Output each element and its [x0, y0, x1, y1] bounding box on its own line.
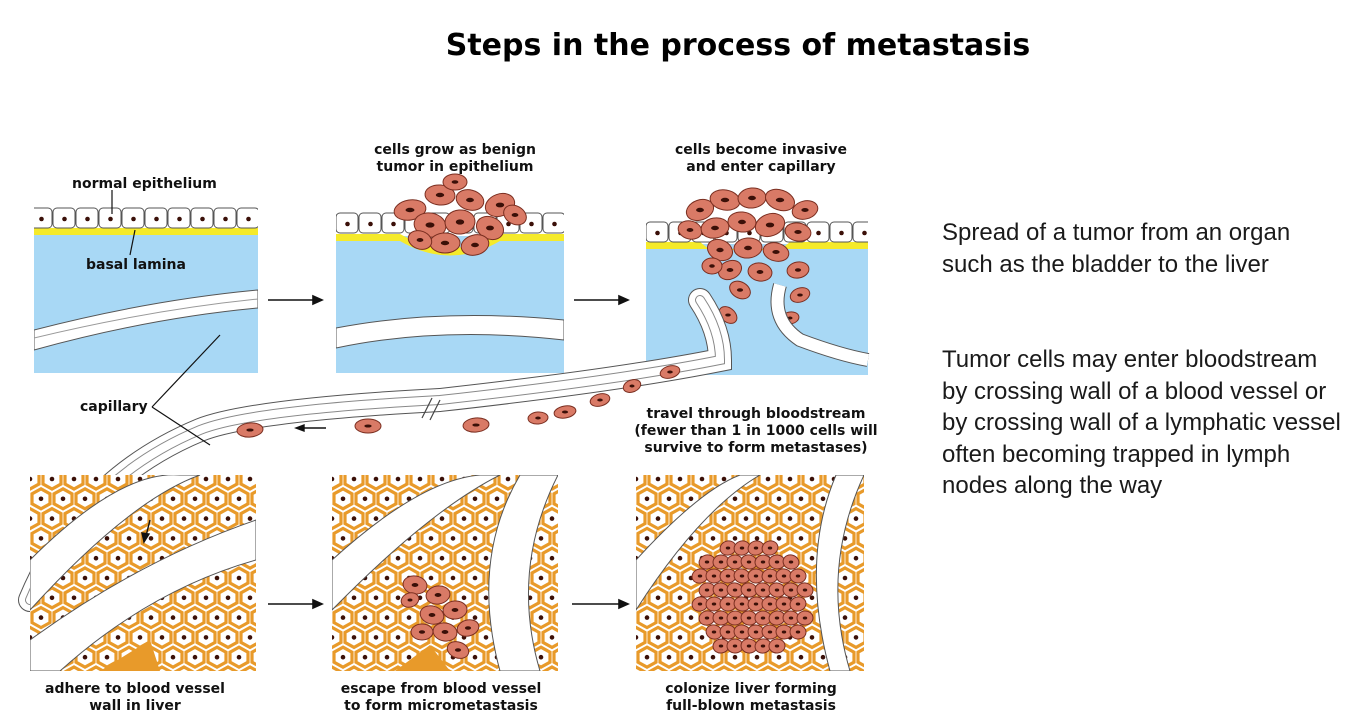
label-invasive: cells become invasive and enter capillar… [674, 142, 848, 175]
label-normal-epithelium: normal epithelium [72, 176, 217, 192]
invasive-tumor-cluster [677, 187, 819, 354]
side-paragraph-2: Tumor cells may enter bloodstream by cro… [942, 346, 1341, 499]
label-capillary: capillary [80, 399, 148, 415]
panel-escape [332, 475, 558, 671]
leader-lines [111, 190, 221, 446]
micrometastasis-cluster [400, 575, 480, 659]
slide-title: Steps in the process of metastasis [445, 28, 1031, 63]
label-escape: escape from blood vessel to form microme… [340, 681, 542, 714]
arrow-1 [268, 294, 324, 306]
arrow-travel [294, 423, 326, 433]
arrow-2 [574, 294, 630, 306]
arrow-3 [268, 598, 324, 610]
side-paragraph-1: Spread of a tumor from an organ such as … [942, 219, 1291, 278]
arrow-down [141, 519, 151, 544]
label-adhere: adhere to blood vessel wall in liver [45, 681, 225, 714]
epithelial-cell [852, 221, 868, 243]
panel-normal-epithelium [34, 207, 258, 373]
label-colonize: colonize liver forming full-blown metast… [665, 681, 837, 714]
label-basal-lamina: basal lamina [86, 257, 186, 273]
full-metastasis-cluster [691, 540, 814, 654]
label-benign-tumor: cells grow as benign tumor in epithelium [374, 142, 536, 175]
metastasis-diagram [18, 173, 870, 671]
benign-tumor-cluster [393, 173, 527, 256]
panel-adhere [30, 475, 256, 671]
label-travel: travel through bloodstream (fewer than 1… [634, 406, 878, 456]
arrow-4 [572, 598, 630, 610]
panel-benign-tumor [336, 212, 564, 373]
